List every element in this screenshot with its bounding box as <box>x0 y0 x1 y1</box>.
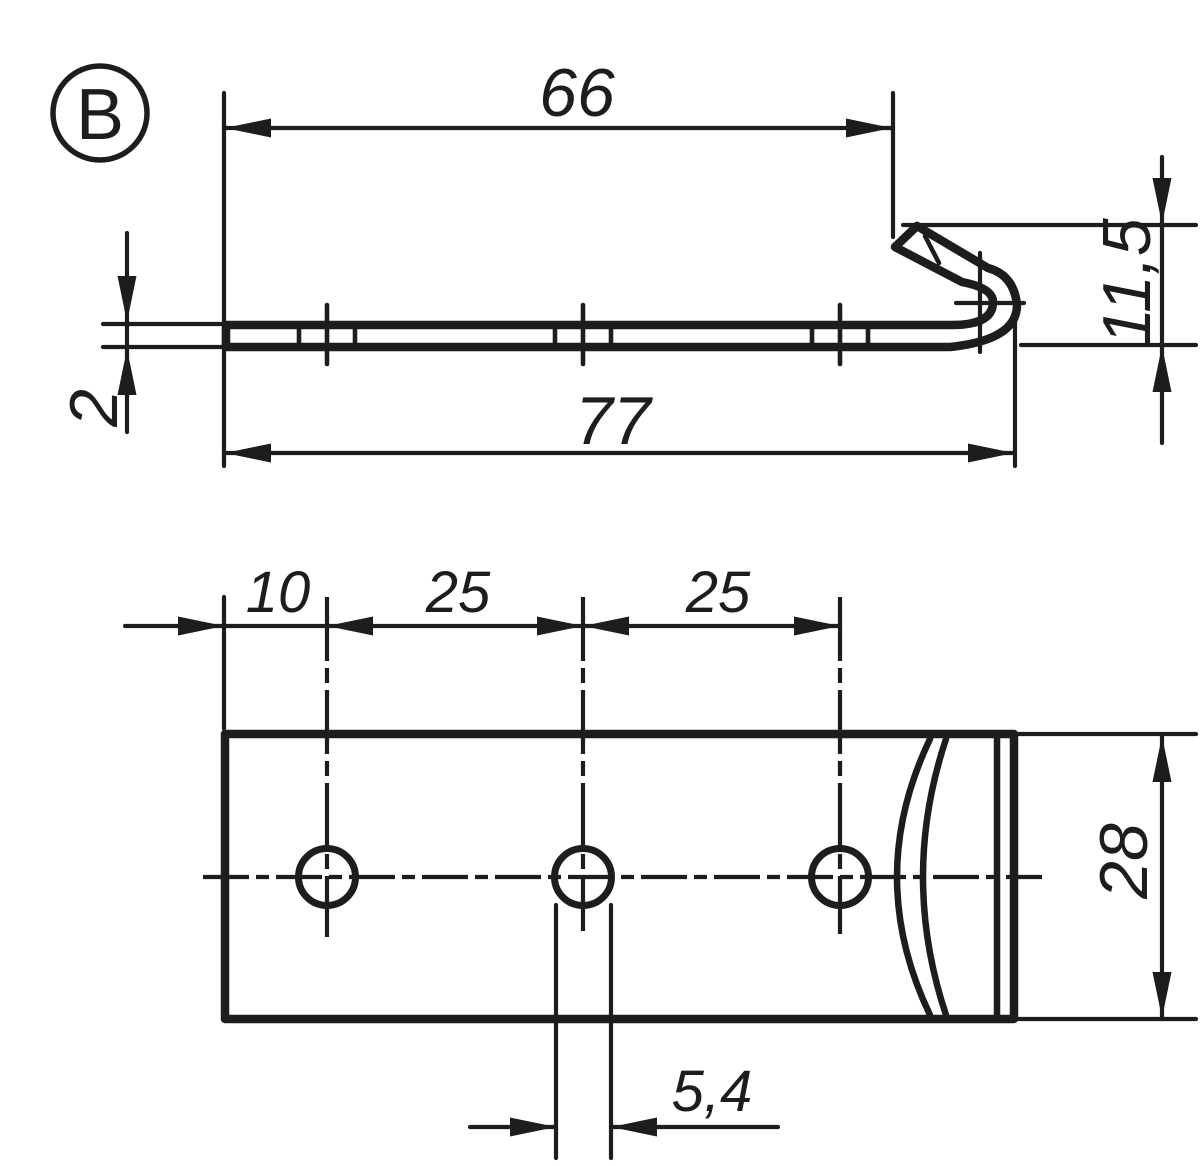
side-view-dimensions: 66 77 2 11,5 <box>56 55 1199 469</box>
view-label-circle <box>50 63 150 163</box>
arrowhead <box>583 616 629 636</box>
arrowhead <box>537 616 583 636</box>
dim-text-28: 28 <box>1086 823 1162 900</box>
dim-text-10: 10 <box>246 560 311 625</box>
dim-text-25-first: 25 <box>425 560 491 625</box>
arrowhead <box>178 616 224 636</box>
arrowhead <box>1152 346 1172 392</box>
dim-text-66: 66 <box>539 55 615 131</box>
dim-text-2: 2 <box>56 389 132 428</box>
arrowhead <box>794 616 840 636</box>
side-view <box>221 221 1027 367</box>
arrowhead <box>1152 736 1172 782</box>
dim-text-5-4: 5,4 <box>672 1059 753 1124</box>
arrowhead <box>611 1117 657 1137</box>
dim-text-11-5: 11,5 <box>1089 218 1165 345</box>
dim-text-25-second: 25 <box>685 560 751 625</box>
arrowhead <box>968 443 1014 463</box>
arrowhead <box>225 118 271 138</box>
arrowhead <box>225 443 271 463</box>
plan-view <box>203 597 1042 1024</box>
arrowhead <box>1152 178 1172 224</box>
view-label-text: B <box>76 75 124 155</box>
arrowhead <box>117 276 137 322</box>
arrowhead <box>510 1117 556 1137</box>
dim-text-77: 77 <box>575 383 653 459</box>
side-view-plate-outline <box>221 221 1022 352</box>
arrowhead <box>117 349 137 395</box>
tip-bend-tangent-line <box>922 233 942 266</box>
arrowhead <box>1152 972 1172 1018</box>
plan-view-dimensions: 10 25 25 28 5,4 <box>122 560 1199 1161</box>
view-label-badge: B <box>50 63 150 163</box>
arrowhead <box>327 616 373 636</box>
arrowhead <box>846 118 892 138</box>
plan-view-plate-outline <box>220 729 1019 1024</box>
